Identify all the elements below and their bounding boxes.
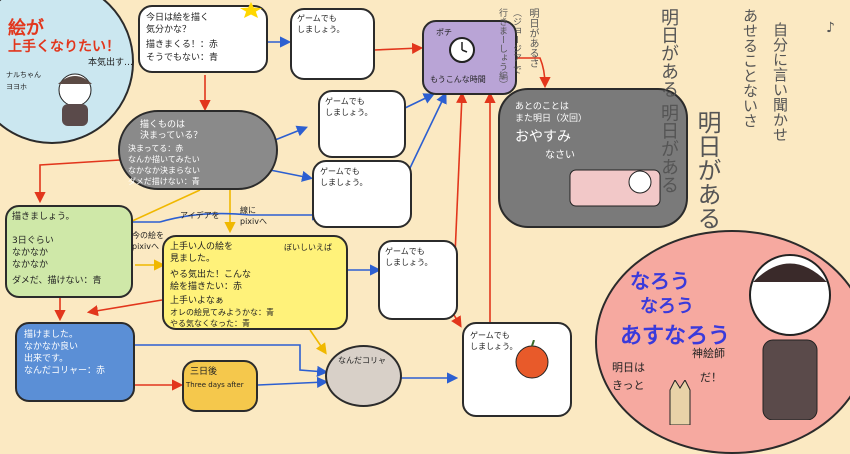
vertical-text-3: 行きまーしょう編） bbox=[496, 8, 509, 89]
music-note: ♪ bbox=[826, 20, 835, 36]
gray-line-6: ダメだ描けない：青 bbox=[128, 176, 200, 187]
game-text-4: ゲームでも しましょう。 bbox=[385, 246, 433, 268]
green-line-3: なかなか bbox=[12, 248, 48, 259]
label-pixiv-2: 今の絵を pixivへ bbox=[132, 230, 164, 252]
sleep-line-1: あとのことは bbox=[515, 102, 569, 113]
game-text-3: ゲームでも しましょう。 bbox=[320, 166, 368, 188]
clock-text-1: ポチ bbox=[436, 27, 452, 38]
yellow-line-2: 見ました。 bbox=[170, 254, 215, 265]
three-days-en: Three days after bbox=[186, 380, 244, 391]
yellow-line-3: やる気出た！こんな bbox=[170, 270, 251, 281]
wall-clock-icon bbox=[448, 36, 476, 64]
p1-line-2: 気分かな？ bbox=[146, 25, 191, 36]
title-side-3: ヨヨホ bbox=[6, 82, 27, 93]
gray-line-2: 決まっている？ bbox=[140, 131, 202, 142]
p1-line-3: 描きまくる！：赤 bbox=[146, 40, 218, 51]
green-line-1: 描きましょう。 bbox=[12, 212, 74, 223]
cat-icon bbox=[665, 380, 695, 425]
vertical-text-6: あせることないさ bbox=[740, 8, 761, 128]
blue-line-4: なんだコリャー：赤 bbox=[24, 366, 105, 377]
green-line-2: 3日ぐらい bbox=[12, 236, 54, 247]
pink-line-4: 明日は bbox=[612, 362, 645, 373]
title-side-2: ナルちゃん bbox=[6, 70, 41, 81]
game-text-1: ゲームでも しましょう。 bbox=[297, 13, 345, 35]
label-idea: アイデアを bbox=[180, 210, 220, 221]
sleep-line-2: また明日（次回） bbox=[515, 114, 587, 125]
pink-line-2: なろう bbox=[640, 292, 694, 318]
pink-line-5: きっと bbox=[612, 380, 645, 391]
apple-icon bbox=[512, 340, 552, 380]
main-character bbox=[735, 240, 845, 420]
yellow-line-6: オレの絵見てみようかな：青 bbox=[170, 307, 274, 318]
label-pixiv: 線に pixivへ bbox=[240, 205, 267, 227]
gray-line-4: なんか描いてみたい bbox=[128, 154, 200, 165]
gray-line-3: 決まってる：赤 bbox=[128, 143, 183, 154]
yellow-line-5: 上手いよなぁ bbox=[170, 296, 224, 307]
yellow-line-4: 絵を描きたい：赤 bbox=[170, 282, 242, 293]
yellow-line-7: やる気なくなった：青 bbox=[170, 318, 250, 329]
vertical-text-2: （ジョージア で bbox=[510, 8, 523, 74]
blue-line-2: なかなか良い bbox=[24, 342, 78, 353]
sleep-line-3: おやすみ bbox=[515, 132, 571, 143]
yellow-side: ぼいしいえば bbox=[284, 242, 332, 253]
title-line-2: 上手くなりたい！ bbox=[8, 36, 120, 56]
vertical-text-4: 明日がある 明日がある bbox=[655, 8, 681, 194]
game-text-2: ゲームでも しましょう。 bbox=[325, 96, 373, 118]
clock-text-2: もうこんな時間 bbox=[430, 74, 486, 85]
green-line-4: なかなか bbox=[12, 260, 48, 271]
pink-line-1: なろう bbox=[630, 265, 690, 294]
gray-line-5: なかなか決まらない bbox=[128, 165, 200, 176]
pink-line-6: 神絵師 bbox=[692, 348, 725, 359]
gray-line-1: 描くものは bbox=[140, 120, 185, 131]
green-line-5: ダメだ、描けない：青 bbox=[12, 276, 101, 287]
p1-line-1: 今日は絵を描く bbox=[146, 13, 209, 24]
bed-illustration bbox=[560, 160, 670, 215]
nanda-text: なんだコリャ bbox=[338, 355, 386, 366]
vertical-text-7: 自分に言い聞かせ bbox=[770, 22, 791, 142]
yellow-line-1: 上手い人の絵を bbox=[170, 242, 233, 253]
blue-line-3: 出来です。 bbox=[24, 354, 68, 365]
vertical-text-1: 明日があるさ bbox=[525, 8, 540, 68]
pink-line-3: あすなろう bbox=[620, 318, 730, 350]
pink-line-7: だ！ bbox=[700, 372, 722, 383]
blue-line-1: 描けました。 bbox=[24, 330, 78, 341]
game-text-5: ゲームでも しましょう。 bbox=[470, 330, 518, 352]
three-days-label: 三日後 bbox=[190, 367, 217, 378]
character-illustration bbox=[40, 68, 110, 128]
p1-line-4: そうでもない：青 bbox=[146, 53, 218, 64]
